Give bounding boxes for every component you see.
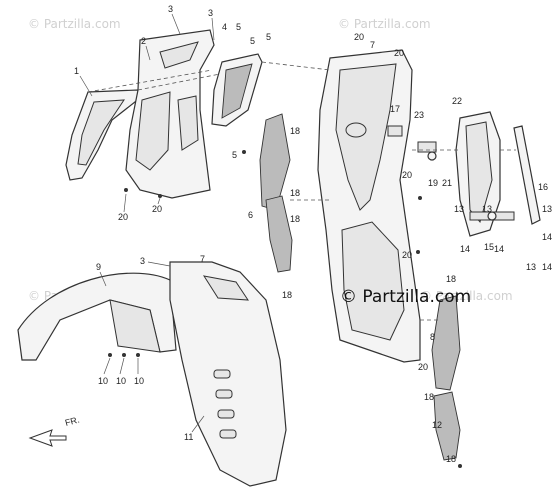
callout-17: 17 — [390, 104, 400, 114]
callout-14b: 14 — [494, 244, 504, 254]
callout-18b: 18 — [290, 188, 300, 198]
hinge-assembly — [469, 211, 515, 221]
callout-14d: 14 — [542, 262, 552, 272]
callout-13c: 13 — [542, 204, 552, 214]
part-6-side-strip — [259, 113, 293, 273]
callout-21: 21 — [442, 178, 452, 188]
callout-1: 1 — [74, 66, 79, 76]
callout-22: 22 — [452, 96, 462, 106]
callout-3c: 3 — [140, 256, 145, 266]
callout-20f: 20 — [402, 250, 412, 260]
callout-20a: 20 — [118, 212, 128, 222]
front-direction-arrow: FR. — [28, 415, 81, 447]
callout-7: 7 — [370, 40, 375, 50]
callout-3b: 3 — [208, 8, 213, 18]
watermark-top-right: © Partzilla.com — [338, 17, 431, 31]
callout-18f: 18 — [424, 392, 434, 402]
callout-12: 12 — [432, 420, 442, 430]
callout-18e: 18 — [446, 274, 456, 284]
callout-2: 2 — [141, 36, 146, 46]
callout-5d: 5 — [232, 150, 237, 160]
part-4-vent-grille — [211, 53, 263, 127]
callout-13a: 13 — [454, 204, 464, 214]
part-2-front-panel — [125, 29, 215, 199]
callout-15: 15 — [484, 242, 494, 252]
callout-9: 9 — [96, 262, 101, 272]
callout-20g: 20 — [418, 362, 428, 372]
callout-18d: 18 — [282, 290, 292, 300]
callout-18c: 18 — [290, 214, 300, 224]
callout-14a: 14 — [460, 244, 470, 254]
part-1-side-cover — [65, 89, 141, 181]
callout-13b: 13 — [482, 204, 492, 214]
callout-18g: 18 — [446, 454, 456, 464]
callout-10c: 10 — [134, 376, 144, 386]
part-12-lower-strip — [431, 295, 461, 461]
part-16-hinge-bar — [513, 125, 541, 225]
callout-3a: 3 — [168, 4, 173, 14]
callout-5a: 5 — [236, 22, 241, 32]
callout-20b: 20 — [152, 204, 162, 214]
callout-20e: 20 — [402, 170, 412, 180]
part-7-leg-shield — [317, 49, 421, 363]
part-11-lower-shield — [169, 261, 287, 487]
callout-5c: 5 — [266, 32, 271, 42]
callout-18a: 18 — [290, 126, 300, 136]
callout-10a: 10 — [98, 376, 108, 386]
watermark-top-left: © Partzilla.com — [28, 17, 121, 31]
callout-10b: 10 — [116, 376, 126, 386]
callouts: 1 2 3 3 4 5 5 5 5 20 20 20 7 20 18 18 18… — [74, 4, 552, 464]
callout-20d: 20 — [394, 48, 404, 58]
watermark-main: © Partzilla.com — [340, 287, 471, 307]
callout-5b: 5 — [250, 36, 255, 46]
part-9-front-fender — [17, 272, 177, 361]
callout-13d: 13 — [526, 262, 536, 272]
screw-markers — [108, 150, 462, 468]
callout-8: 8 — [430, 332, 435, 342]
callout-14c: 14 — [542, 232, 552, 242]
part-22-glove-box-lid — [455, 111, 501, 237]
callout-6: 6 — [248, 210, 253, 220]
callout-20c: 20 — [354, 32, 364, 42]
callout-19: 19 — [428, 178, 438, 188]
callout-23: 23 — [414, 110, 424, 120]
callout-7b: 7 — [200, 254, 205, 264]
callout-4: 4 — [222, 22, 227, 32]
callout-11: 11 — [184, 432, 193, 442]
callout-16: 16 — [538, 182, 548, 192]
direction-label: FR. — [64, 415, 81, 428]
latch-assembly — [387, 125, 437, 161]
